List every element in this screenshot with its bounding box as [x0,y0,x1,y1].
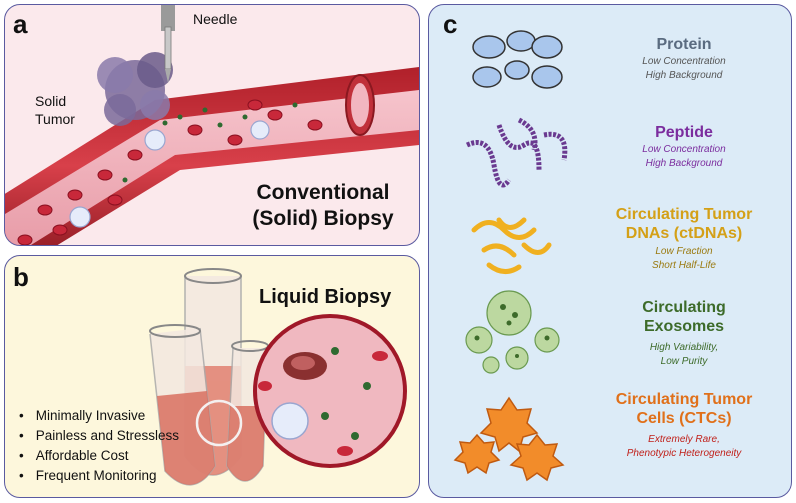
ctcs-title: Circulating Tumor Cells (CTCs) [579,390,789,428]
ctdna-icon [471,217,552,274]
conventional-biopsy-title: Conventional (Solid) Biopsy [233,180,413,232]
ctdna-title: Circulating Tumor DNAs (ctDNAs) [579,205,789,243]
exosomes-description-line1: High Variability, [649,342,719,353]
magnified-blood-icon [253,314,407,468]
ctcs-description-line2: Phenotypic Heterogeneity [626,448,742,459]
ctcs-title-line1: Circulating Tumor [615,391,753,408]
conventional-biopsy-title-line1: Conventional [256,181,390,204]
ctcs-description-line1: Extremely Rare, [648,434,720,445]
panel-a-conventional-biopsy: a Needle Solid Tumor Conventional (Solid… [4,4,420,246]
ctdna-title-line1: Circulating Tumor [615,206,753,223]
liquid-biopsy-benefits-list: Minimally Invasive Painless and Stressle… [19,406,179,486]
ctc-icon [453,396,565,482]
ctdna-description-line1: Low Fraction [655,246,713,257]
needle-icon [161,5,175,83]
panel-b-label: b [13,262,29,292]
peptide-description-line1: Low Concentration [642,144,726,155]
panel-c-label: c [443,9,458,39]
protein-icon [472,30,563,89]
exosomes-description: High Variability, Low Purity [579,341,789,369]
ctdna-description-line2: Short Half-Life [652,260,716,271]
ctcs-description: Extremely Rare, Phenotypic Heterogeneity [579,433,789,461]
panel-b-liquid-biopsy: b Liquid Biopsy Minimally Invasive Painl… [4,255,420,498]
panel-c-biomarkers: c [428,4,792,498]
solid-tumor-label-line2: Tumor [35,111,75,127]
peptide-title: Peptide [655,124,713,141]
list-item: Affordable Cost [19,446,179,466]
panel-a-label: a [13,9,28,39]
list-item: Minimally Invasive [19,406,179,426]
exosomes-description-line2: Low Purity [660,356,708,367]
solid-tumor-icon [97,52,173,126]
protein-title: Protein [656,36,712,53]
biomarker-icons [453,30,568,482]
peptide-description-line2: High Background [645,158,723,169]
protein-description-line1: Low Concentration [642,56,726,67]
solid-tumor-label: Solid Tumor [35,92,75,128]
blood-vessel-illustration [5,5,419,245]
protein-description-line2: High Background [645,70,723,81]
needle-label: Needle [193,11,238,27]
exosomes-title-line2: Exosomes [643,318,725,335]
conventional-biopsy-title-line2: (Solid) Biopsy [252,207,394,230]
ctdna-description: Low Fraction Short Half-Life [579,245,789,273]
ctdna-title-line2: DNAs (ctDNAs) [625,225,743,242]
exosome-icon [465,290,560,374]
solid-tumor-label-line1: Solid [35,93,67,109]
exosomes-title: Circulating Exosomes [579,298,789,336]
protein-description: Low Concentration High Background [579,55,789,83]
liquid-biopsy-title: Liquid Biopsy [259,286,392,308]
exosomes-title-line1: Circulating [642,299,726,316]
peptide-description: Low Concentration High Background [579,143,789,171]
list-item: Painless and Stressless [19,426,179,446]
list-item: Frequent Monitoring [19,466,179,486]
ctcs-title-line2: Cells (CTCs) [636,410,732,427]
peptide-icon [465,117,568,188]
